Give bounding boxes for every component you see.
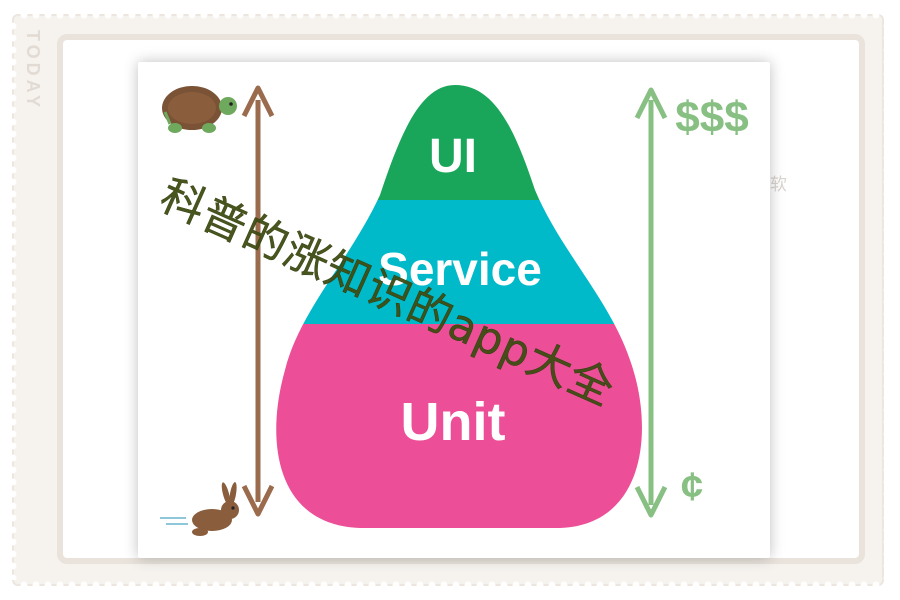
turtle-icon xyxy=(162,86,237,133)
speed-axis-arrow xyxy=(241,85,275,517)
layer-unit-label: Unit xyxy=(401,392,506,452)
perforation-left xyxy=(8,20,18,580)
perforation-bottom xyxy=(18,580,880,590)
corner-character: 软 xyxy=(770,175,787,195)
cost-low-label: ¢ xyxy=(681,465,703,509)
layer-ui-label: UI xyxy=(429,130,477,183)
layer-service-label: Service xyxy=(378,243,542,295)
cost-axis-arrow xyxy=(634,87,668,518)
perforation-right xyxy=(882,20,892,580)
frame-side-text: TODAY xyxy=(23,30,43,112)
cost-high-label: $$$ xyxy=(675,93,748,142)
layer-unit-shape xyxy=(276,324,642,528)
perforation-top xyxy=(18,10,880,20)
rabbit-icon xyxy=(160,482,239,536)
